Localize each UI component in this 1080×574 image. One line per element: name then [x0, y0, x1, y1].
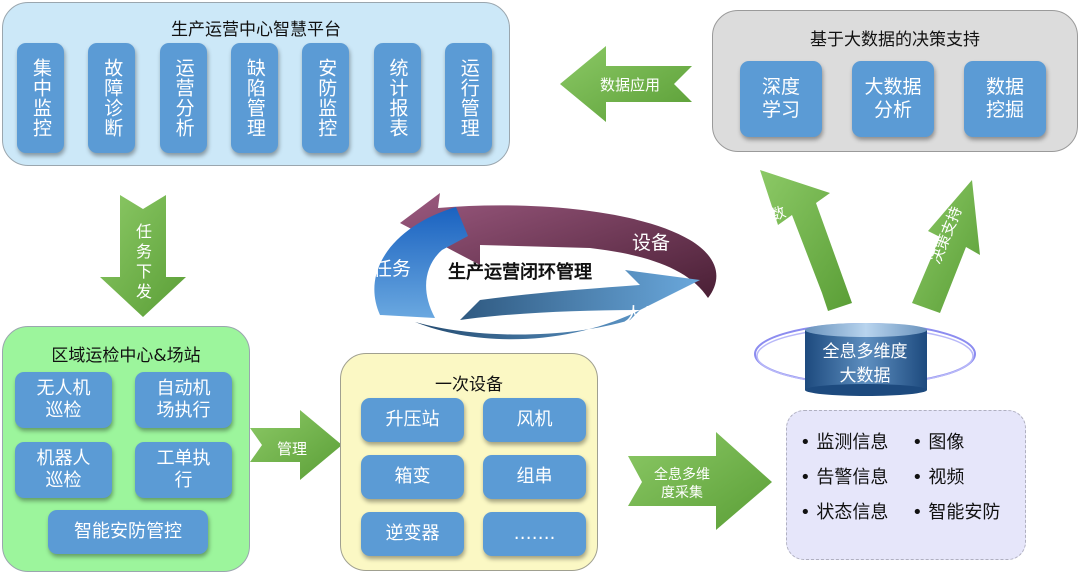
bullet-icon: • [912, 502, 929, 523]
decision-module: 大数据 分析 [852, 61, 934, 137]
platform-module: 统计报表 [373, 43, 421, 153]
platform-module: 运行管理 [444, 43, 492, 153]
cycle-title: 生产运营闭环管理 [448, 262, 592, 283]
platform-module: 故障诊断 [88, 43, 136, 153]
platform-module: 缺陷管理 [230, 43, 278, 153]
regional-module: 智能安防管控 [48, 510, 208, 554]
equipment-module: 组串 [483, 455, 586, 499]
equipment-module: 箱变 [361, 455, 464, 499]
platform-module: 集中监控 [17, 43, 64, 153]
regional-module: 自动机 场执行 [135, 372, 232, 428]
equipment-module: 逆变器 [361, 512, 464, 556]
bullet-icon: • [912, 432, 929, 453]
regional-module: 机器人 巡检 [15, 442, 112, 498]
info-item: • 告警信息 [800, 463, 888, 489]
info-item: • 视频 [912, 463, 964, 489]
cycle-task-label: 任务 [373, 258, 412, 280]
decision-module: 深度 学习 [740, 61, 822, 137]
primary-equipment-title: 一次设备 [435, 375, 503, 395]
regional-module: 工单执 行 [135, 442, 232, 498]
info-item-label: 视频 [928, 467, 965, 488]
cycle-blue-left-arrow [374, 207, 468, 318]
info-item-label: 状态信息 [816, 502, 889, 523]
bullet-icon: • [800, 467, 817, 488]
info-item: • 监测信息 [800, 428, 888, 454]
decision-support-arrow [912, 180, 980, 313]
info-item-label: 智能安防 [928, 502, 1001, 523]
info-item-label: 图像 [928, 432, 965, 453]
task-dispatch-arrow [100, 195, 186, 317]
info-panel [786, 410, 1026, 560]
collection-arrow [628, 432, 772, 530]
platform-module: 安防监控 [302, 43, 350, 153]
equipment-module: 升压站 [361, 398, 464, 442]
info-item: • 状态信息 [800, 498, 888, 524]
info-item: • 智能安防 [912, 498, 1000, 524]
bigdata-label: 全息多维度 大数据 [822, 342, 908, 386]
data-service-arrow [760, 170, 852, 311]
cycle-purple-arrow [400, 193, 717, 298]
regional-title: 区域运检中心&场站 [51, 346, 201, 366]
manage-arrow [250, 410, 342, 480]
decision-module: 数据 挖掘 [964, 61, 1046, 137]
manage-label: 管理 [276, 440, 307, 458]
platform-module: 运营分析 [159, 43, 207, 153]
platform-title: 生产运营中心智慧平台 [171, 20, 341, 40]
data-application-label: 数据应用 [599, 76, 660, 94]
bigdata-cylinder [754, 323, 976, 396]
collection-label: 全息多维 度采集 [654, 467, 710, 501]
info-item-label: 告警信息 [816, 467, 889, 488]
bullet-icon: • [800, 502, 817, 523]
equipment-module: ……. [483, 512, 586, 556]
task-dispatch-label: 任务下发 [136, 222, 153, 301]
bullet-icon: • [800, 432, 817, 453]
cycle-blue-bottom-arrow [415, 270, 700, 340]
decision-title: 基于大数据的决策支持 [810, 30, 980, 50]
cycle-equipment-label: 设备 [632, 232, 671, 254]
equipment-module: 风机 [483, 398, 586, 442]
info-item-label: 监测信息 [816, 432, 889, 453]
cycle-personnel-label: 人员 [624, 304, 663, 326]
bullet-icon: • [912, 467, 929, 488]
info-item: • 图像 [912, 428, 964, 454]
regional-module: 无人机 巡检 [15, 372, 112, 428]
data-application-arrow [560, 46, 692, 122]
